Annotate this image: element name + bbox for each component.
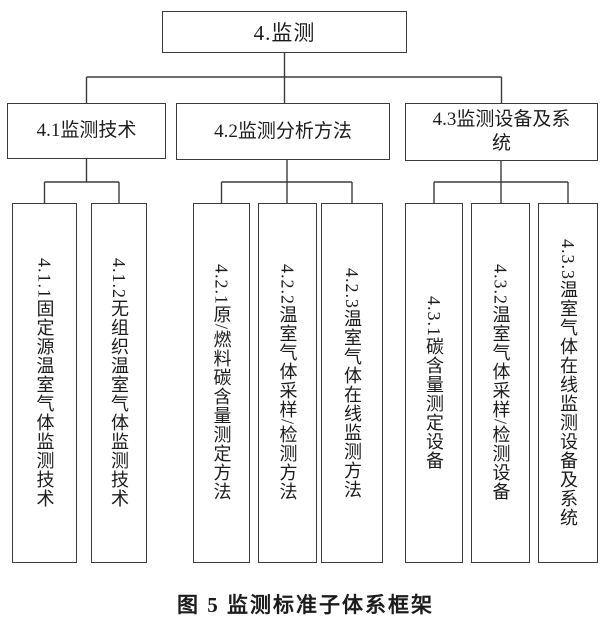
leaf-node-4-1-1: 4.1.1固定源温室气体监测技术	[12, 203, 77, 563]
leaf-node-4-3-1: 4.3.1碳含量测定设备	[405, 203, 463, 563]
leaf-node-label: 4.2.3温室气体在线监测方法	[342, 267, 362, 499]
branch-node-4-1: 4.1监测技术	[7, 103, 166, 159]
leaf-node-label: 4.1.1固定源温室气体监测技术	[34, 258, 55, 508]
branch-node-label: 4.1监测技术	[36, 120, 137, 142]
leaf-node-4-1-2: 4.1.2无组织温室气体监测技术	[91, 203, 147, 563]
leaf-node-4-3-3: 4.3.3温室气体在线监测设备及系统	[538, 203, 598, 563]
leaf-node-label: 4.3.2温室气体采样/检测设备	[490, 264, 511, 502]
root-node-monitoring: 4.监测	[162, 11, 407, 53]
leaf-node-4-2-2: 4.2.2温室气体采样/检测方法	[258, 203, 317, 563]
branch-node-label: 4.3监测设备及系统	[432, 109, 571, 154]
leaf-node-label: 4.3.3温室气体在线监测设备及系统	[558, 239, 578, 527]
leaf-node-label: 4.3.1碳含量测定设备	[424, 296, 444, 470]
leaf-node-label: 4.2.2温室气体采样/检测方法	[277, 264, 298, 502]
figure-caption: 图 5 监测标准子体系框架	[177, 593, 434, 617]
leaf-node-4-2-1: 4.2.1原/燃料碳含量测定方法	[193, 203, 250, 563]
branch-node-4-3: 4.3监测设备及系统	[405, 103, 598, 161]
leaf-node-4-2-3: 4.2.3温室气体在线监测方法	[321, 203, 383, 563]
branch-node-4-2: 4.2监测分析方法	[176, 103, 390, 160]
leaf-node-label: 4.2.1原/燃料碳含量测定方法	[211, 264, 232, 502]
root-node-label: 4.监测	[253, 21, 316, 45]
leaf-node-label: 4.1.2无组织温室气体监测技术	[109, 258, 129, 508]
leaf-node-4-3-2: 4.3.2温室气体采样/检测设备	[471, 203, 530, 563]
branch-node-label: 4.2监测分析方法	[214, 120, 352, 142]
